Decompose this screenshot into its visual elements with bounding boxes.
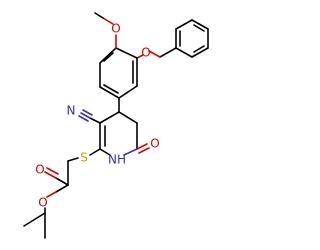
atom-o-carbonyl: O	[35, 163, 44, 177]
bond-layer	[23, 12, 209, 239]
atom-s-thioether: S	[80, 151, 88, 165]
atom-o-methoxy: O	[111, 22, 120, 36]
atom-nh-ring: NH	[108, 153, 126, 167]
atom-n-nitrile: N	[67, 104, 76, 118]
atom-o-lactam: O	[150, 137, 159, 151]
atom-label-layer: O O N S NH O O O	[35, 22, 159, 210]
atom-o-benzyloxy: O	[141, 46, 150, 60]
atom-o-ester: O	[38, 196, 47, 210]
molecule-diagram: O O N S NH O O O	[23, 12, 209, 239]
